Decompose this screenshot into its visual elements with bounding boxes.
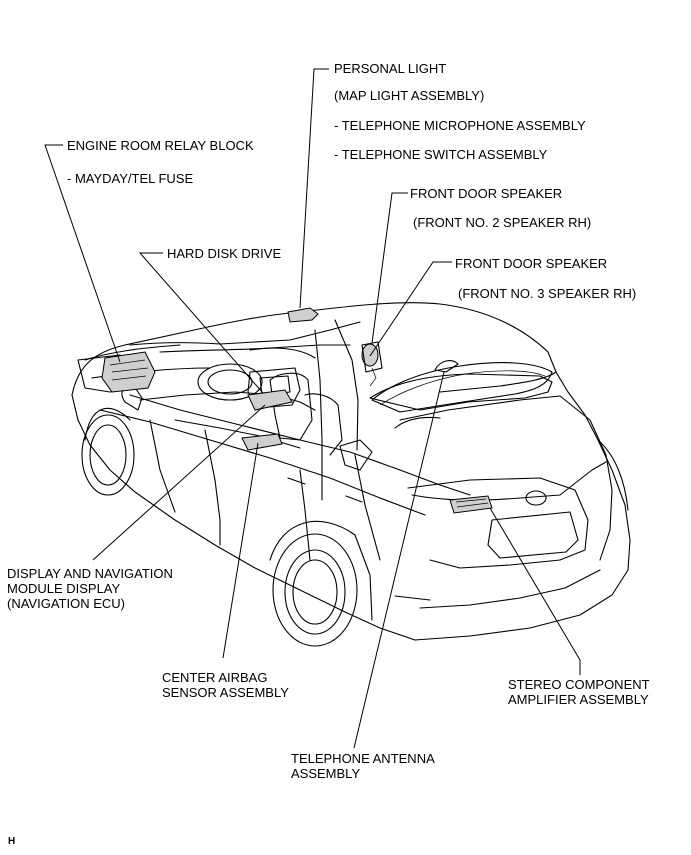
label-telephone-antenna: TELEPHONE ANTENNA ASSEMBLY <box>291 751 435 781</box>
label-personal-light: PERSONAL LIGHT <box>334 61 447 76</box>
component-markers <box>101 307 493 514</box>
label-stereo-amplifier: STEREO COMPONENT AMPLIFIER ASSEMBLY <box>508 677 650 707</box>
label-front-no3-speaker: (FRONT NO. 3 SPEAKER RH) <box>458 286 637 301</box>
corner-mark: H <box>8 836 16 847</box>
leader-lines <box>44 68 581 749</box>
label-mayday-fuse: - MAYDAY/TEL FUSE <box>67 171 194 186</box>
label-telephone-switch: - TELEPHONE SWITCH ASSEMBLY <box>334 147 548 162</box>
label-telephone-microphone: - TELEPHONE MICROPHONE ASSEMBLY <box>334 118 586 133</box>
label-display-navigation-module: DISPLAY AND NAVIGATION MODULE DISPLAY (N… <box>7 566 173 611</box>
wheels <box>81 407 629 647</box>
label-map-light: (MAP LIGHT ASSEMBLY) <box>334 88 485 103</box>
label-center-airbag-sensor: CENTER AIRBAG SENSOR ASSEMBLY <box>162 670 289 700</box>
label-front-door-speaker-2: FRONT DOOR SPEAKER <box>455 256 608 271</box>
label-hard-disk-drive: HARD DISK DRIVE <box>167 246 282 261</box>
label-engine-room-relay-block: ENGINE ROOM RELAY BLOCK <box>67 138 254 153</box>
label-front-door-speaker-1: FRONT DOOR SPEAKER <box>410 186 563 201</box>
label-front-no2-speaker: (FRONT NO. 2 SPEAKER RH) <box>413 215 592 230</box>
